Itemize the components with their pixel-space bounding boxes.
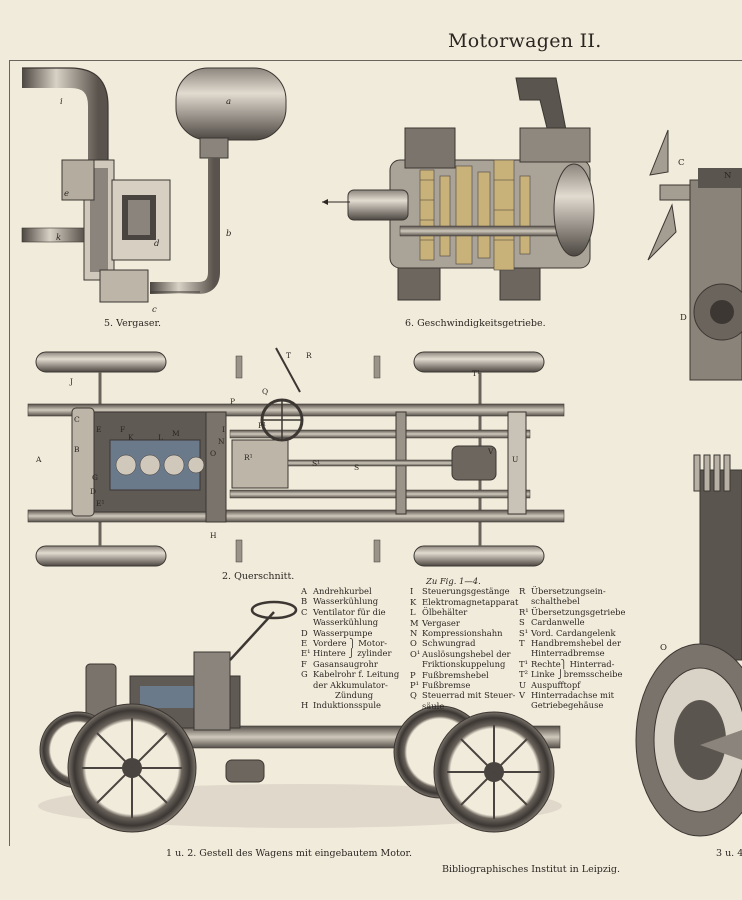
legend-item-cont: schalthebel — [531, 596, 580, 607]
fig2-label-Q: Q — [262, 387, 268, 396]
fig2-label-M: M — [172, 429, 180, 438]
fig3-label-C: C — [678, 158, 685, 168]
fig2-label-S1: S¹ — [312, 459, 320, 468]
fig2-label-I: I — [222, 425, 225, 434]
fig5-label-k: k — [56, 233, 61, 243]
fig3-engine-side — [635, 129, 742, 837]
publisher-imprint: Bibliographisches Institut in Leipzig. — [442, 864, 620, 875]
fig5-label-a: a — [226, 97, 231, 107]
fig2-label-J: J — [69, 377, 73, 386]
caption-fig3-partial: 3 u. 4 — [716, 848, 742, 859]
fig2-label-O: O — [210, 449, 216, 458]
legend-item-cont: Getriebegehäuse — [531, 700, 604, 711]
fig2-label-A: A — [35, 455, 42, 464]
fig3-labels: C N D O — [660, 158, 732, 653]
fig1-chassis-side — [38, 600, 562, 833]
page-title: Motorwagen II. — [448, 30, 602, 52]
fig2-label-E1: E¹ — [96, 499, 104, 508]
fig2-label-V: V — [487, 447, 494, 456]
fig3-label-D: D — [680, 313, 687, 323]
fig5-label-c: c — [152, 305, 157, 315]
fig5-carburettor — [21, 67, 287, 303]
fig2-label-U: U — [512, 455, 518, 464]
fig5-label-i: i — [60, 97, 63, 107]
fig3-label-O: O — [660, 643, 667, 653]
fig2-label-R1: R¹ — [244, 453, 253, 462]
legend-item-cont: Zündung — [335, 690, 374, 701]
legend-item-cont: Hinterradbremse — [531, 648, 605, 659]
fig2-label-H: H — [210, 531, 217, 540]
caption-fig1: 1 u. 2. Gestell des Wagens mit eingebaut… — [166, 848, 413, 859]
legend-item-cont: Wasserkühlung — [313, 617, 379, 628]
fig2-label-R: R — [306, 351, 312, 360]
fig2-label-B: B — [74, 445, 80, 454]
caption-fig5: 5. Vergaser. — [104, 318, 161, 329]
fig2-label-F: F — [120, 425, 125, 434]
fig5-label-e: e — [64, 189, 69, 199]
fig2-label-E: E — [96, 425, 101, 434]
fig2-label-G: G — [92, 473, 98, 482]
fig2-label-L: L — [158, 433, 163, 442]
fig2-label-S: S — [354, 463, 359, 472]
legend-item-cont: der Akkumulator- — [313, 679, 388, 690]
fig2-label-P: P — [230, 397, 235, 406]
legend-item-cont: Friktionskuppelung — [422, 659, 506, 670]
legend-heading: Zu Fig. 1—4. — [426, 576, 481, 586]
fig2-label-C: C — [74, 415, 80, 424]
legend-item-cont: säule — [422, 700, 445, 711]
fig2-label-N: N — [218, 437, 225, 446]
fig2-chassis-plan — [27, 347, 565, 567]
fig2-label-T: T — [286, 351, 291, 360]
fig2-labels: A B C D E E¹ F G H I J K L M N O P P¹ Q … — [35, 351, 518, 540]
fig5-label-b: b — [226, 229, 231, 239]
fig2-label-P1: P¹ — [258, 421, 266, 430]
plate-frame — [9, 60, 742, 846]
fig3-label-N: N — [724, 171, 732, 181]
fig6-gearbox — [322, 77, 595, 301]
fig2-label-T1: T¹ — [472, 369, 480, 378]
fig2-label-K: K — [128, 433, 134, 442]
fig5-label-d: d — [154, 239, 160, 249]
fig5-labels: a b c d e k i — [56, 97, 231, 315]
fig2-label-D: D — [90, 487, 96, 496]
caption-fig6: 6. Geschwindigkeitsgetriebe. — [405, 318, 546, 329]
caption-fig2: 2. Querschnitt. — [222, 571, 295, 582]
